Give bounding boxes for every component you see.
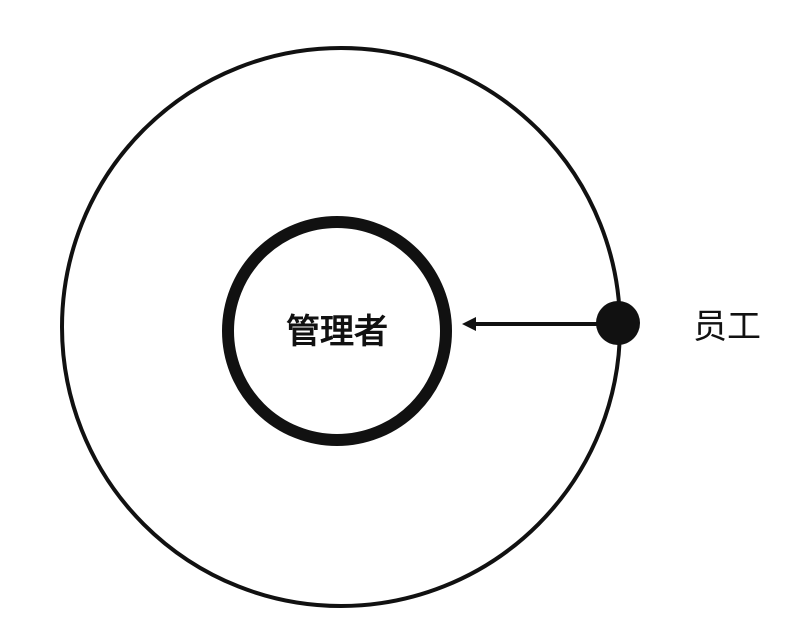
manager-label: 管理者	[286, 312, 388, 352]
inner-circle	[222, 216, 452, 446]
employee-label: 员工	[693, 307, 761, 347]
employee-dot	[596, 301, 640, 345]
